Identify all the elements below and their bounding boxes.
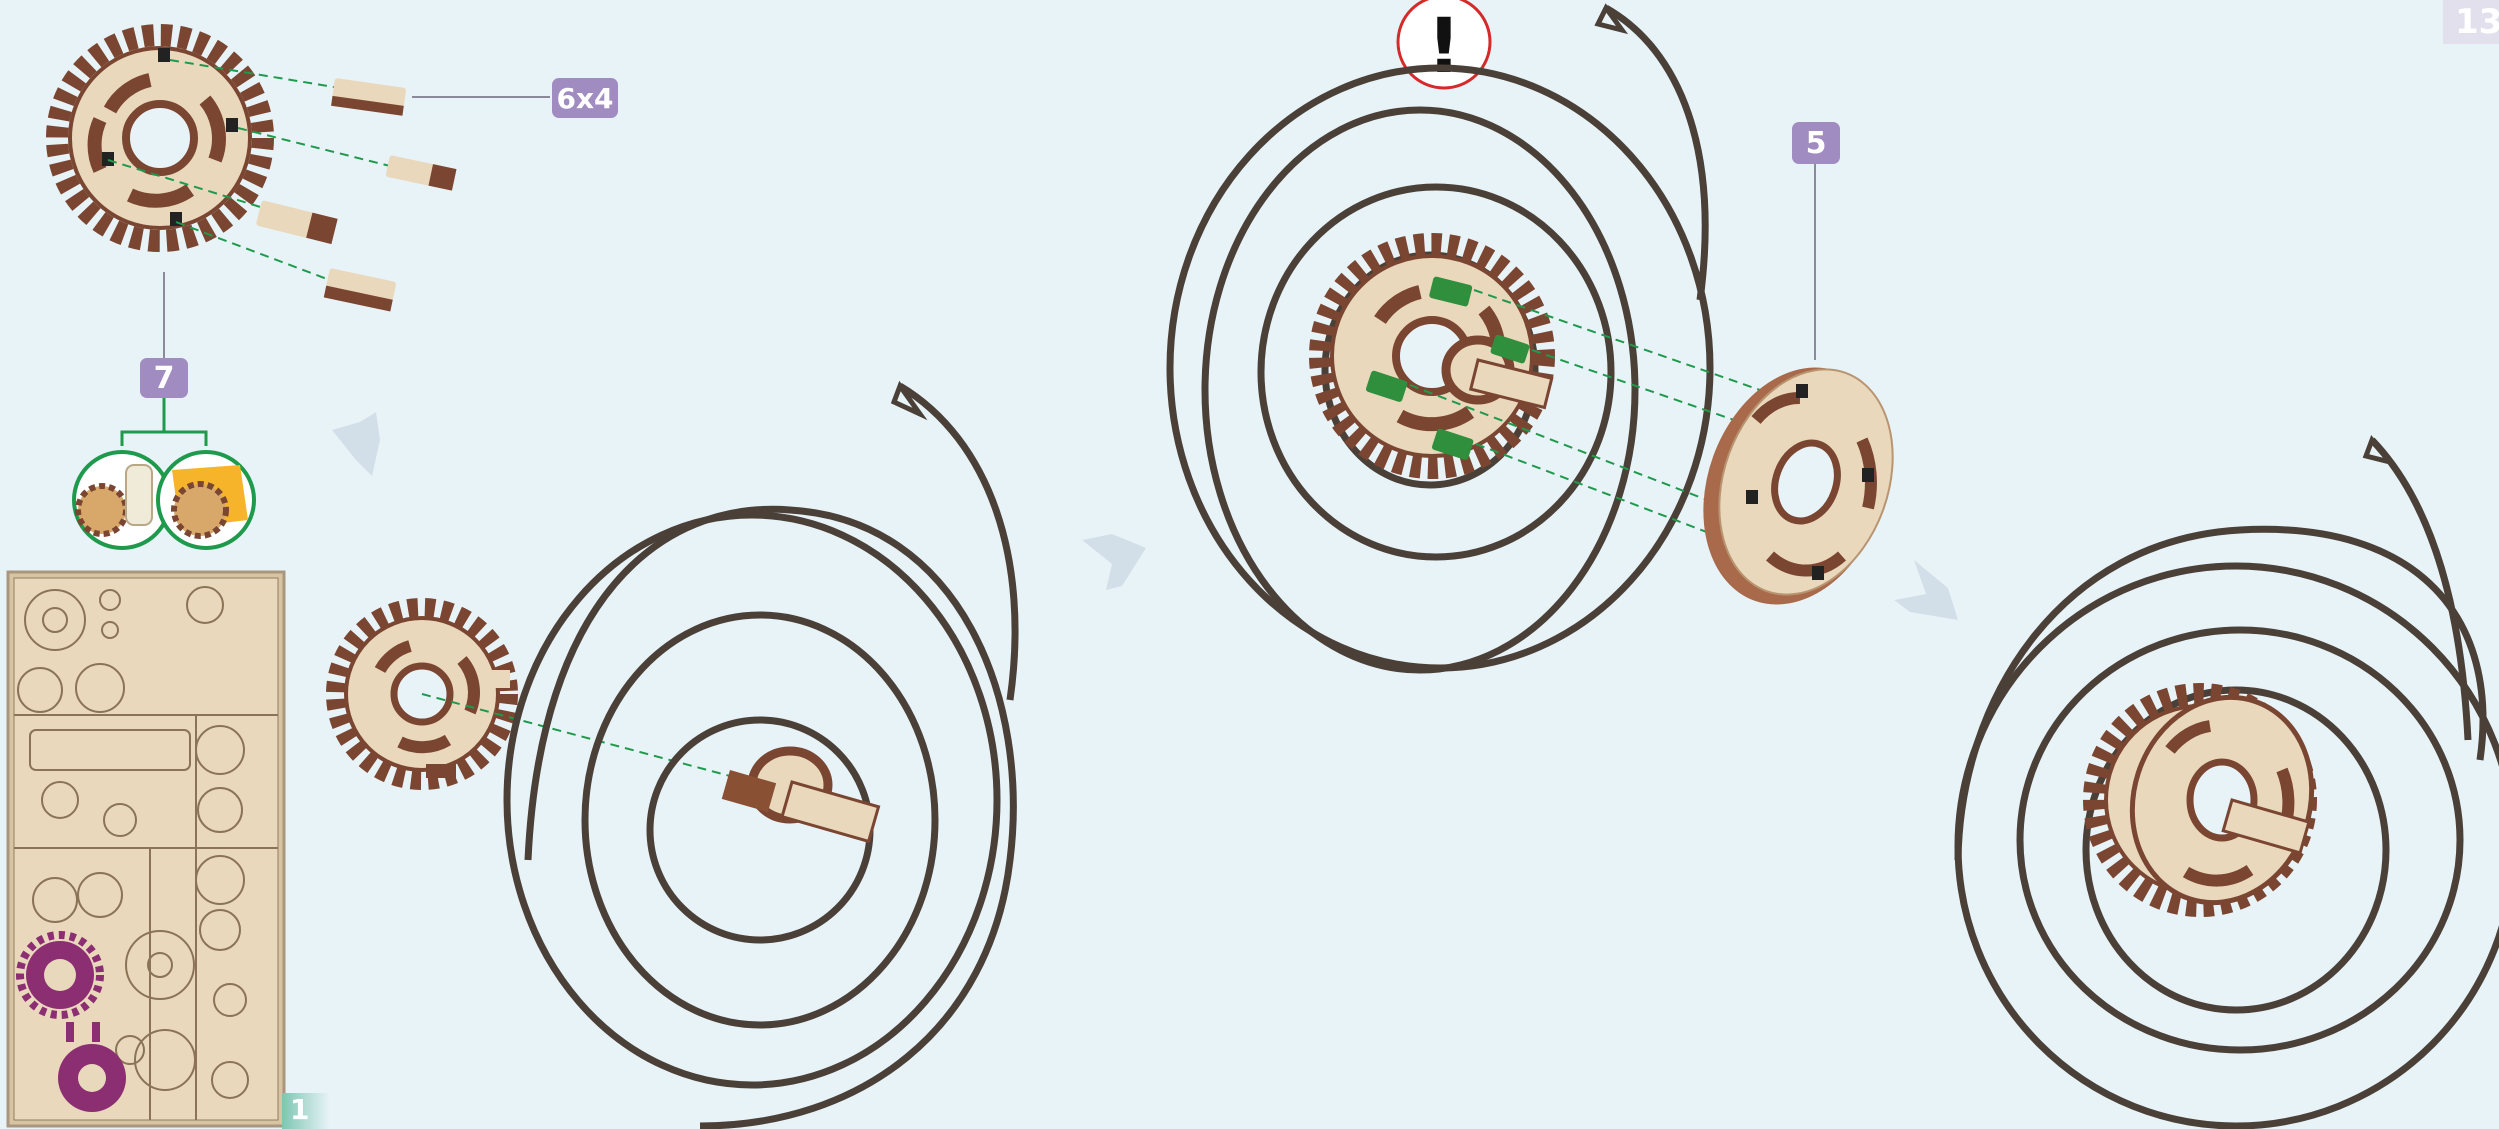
step-badge-7: 7: [140, 358, 188, 398]
parts-sheet-thumbnail: [8, 572, 284, 1126]
shaft-step2: [722, 751, 879, 841]
step-arrow-3: [1894, 560, 1958, 620]
page-number: 13: [2443, 0, 2499, 44]
glue-tip-illustration: [74, 452, 254, 548]
warning-mark: !: [1427, 1, 1462, 90]
step-arrow-2: [1082, 534, 1146, 590]
wooden-clips: [256, 78, 457, 311]
gear-with-clips: [57, 35, 263, 241]
spiral-spring-step2: [507, 386, 1015, 1126]
step-badge-5: 5: [1792, 122, 1840, 164]
parts-count-badge: 6x4: [552, 78, 618, 118]
sheet-number: 1: [282, 1093, 330, 1129]
assembled-gear: [2094, 674, 2338, 926]
step-arrow-1: [332, 412, 380, 476]
